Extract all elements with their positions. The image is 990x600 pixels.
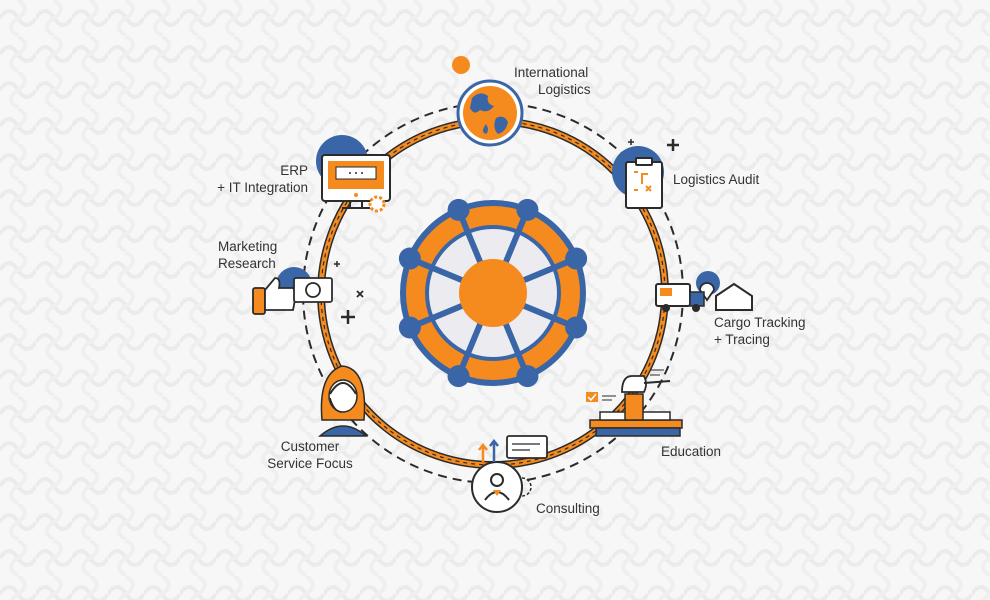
wheel-node [447, 198, 470, 221]
truck-warehouse-icon [655, 271, 753, 312]
network-wheel-icon [398, 198, 588, 388]
wheel-node [398, 316, 421, 339]
label-cargo-tracking: Cargo Tracking + Tracing [714, 315, 806, 347]
label-international-logistics: International Logistics [514, 65, 591, 97]
thumbs-up-icon [252, 261, 364, 324]
label-logistics-audit: Logistics Audit [673, 172, 760, 187]
consultant-icon [471, 435, 548, 513]
wheel-node [565, 316, 588, 339]
label-erp-integration: ERP + IT Integration [217, 163, 308, 195]
label-customer-service: Customer Service Focus [267, 439, 353, 471]
headset-agent-icon [317, 365, 369, 437]
wheel-node [398, 247, 421, 270]
globe-icon [452, 56, 524, 147]
monitor-gear-icon [316, 135, 391, 213]
wheel-node [565, 247, 588, 270]
wheel-node [516, 365, 539, 388]
wheel-node [447, 365, 470, 388]
label-consulting: Consulting [536, 501, 600, 516]
wheel-node [516, 198, 539, 221]
books-icon [586, 369, 683, 437]
label-marketing-research: Marketing Research [218, 239, 278, 271]
clipboard-icon [612, 139, 679, 209]
label-education: Education [661, 444, 722, 459]
